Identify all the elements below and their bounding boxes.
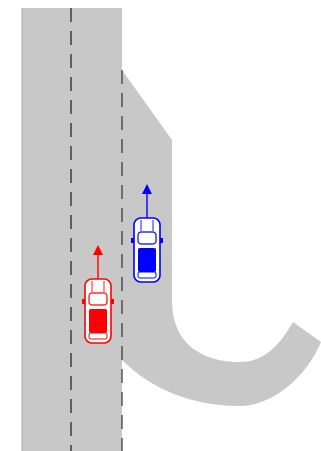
red-car-fill (89, 309, 107, 333)
red-car-heading-arrow-icon (93, 245, 103, 255)
main-road (22, 8, 122, 451)
blue-car-rear-window (137, 271, 157, 279)
red-car-mirror-left (82, 299, 85, 304)
u-turn-ramp (122, 70, 321, 406)
blue-car-mirror-left (131, 238, 134, 243)
red-car-windshield (88, 292, 108, 306)
red-car-mirror-right (111, 299, 114, 304)
blue-car-fill (138, 248, 156, 272)
blue-car-windshield (137, 231, 157, 245)
red-car (82, 245, 114, 344)
blue-car-heading-arrow-icon (142, 184, 152, 194)
blue-car (131, 184, 163, 283)
red-car-rear-window (88, 332, 108, 340)
blue-car-mirror-right (160, 238, 163, 243)
